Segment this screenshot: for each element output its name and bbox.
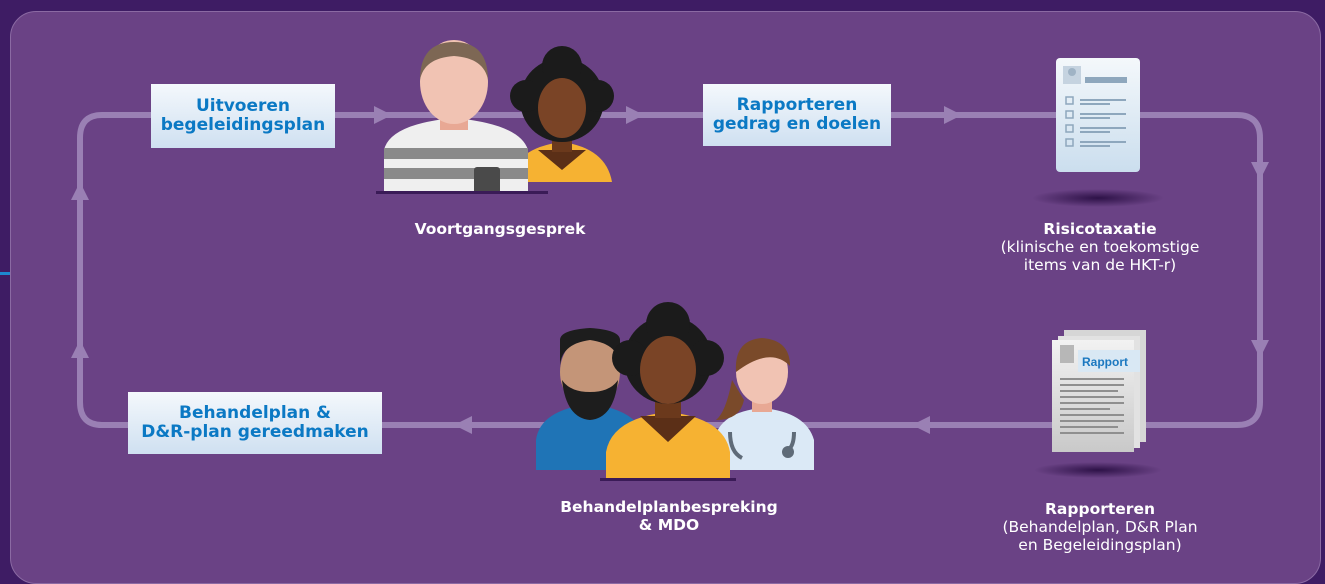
person-dark-icon <box>510 46 614 182</box>
arrow-head <box>912 416 930 434</box>
step-line: Behandelplan & <box>178 403 331 423</box>
arrow-head <box>626 106 644 124</box>
voortgangsgesprek-people <box>376 40 614 194</box>
step-line: Rapporteren <box>736 95 858 115</box>
loop-top-line <box>77 112 1263 428</box>
station-subtitle: (Behandelplan, D&R Plan <box>1002 518 1198 536</box>
arrow-head <box>374 106 392 124</box>
step-line: gedrag en doelen <box>712 114 882 134</box>
station-risicotaxatie: Risicotaxatie (klinische en toekomstige … <box>960 220 1240 274</box>
arrow-head <box>71 182 89 200</box>
station-rapporteren: Rapporteren (Behandelplan, D&R Plan en B… <box>960 500 1240 554</box>
station-title: & MDO <box>638 516 700 534</box>
person-dark-icon <box>606 302 730 480</box>
station-title: Behandelplanbespreking <box>560 498 778 516</box>
arrow-head <box>1251 340 1269 358</box>
step-line: begeleidingsplan <box>160 115 326 135</box>
station-behandelplanbespreking: Behandelplanbespreking & MDO <box>530 498 808 534</box>
arrow-head <box>454 416 472 434</box>
step-line: Uitvoeren <box>195 96 291 116</box>
station-subtitle: (klinische en toekomstige <box>1000 238 1200 256</box>
step-behandelplan-gereedmaken: Behandelplan & D&R-plan gereedmaken <box>128 392 382 454</box>
step-rapporteren-gedrag-en-doelen: Rapporteren gedrag en doelen <box>703 84 891 146</box>
station-title: Rapporteren <box>1045 500 1155 518</box>
doctor-icon <box>714 338 814 470</box>
station-subtitle: items van de HKT-r) <box>1023 256 1177 274</box>
person-light-icon <box>384 40 528 194</box>
station-title: Voortgangsgesprek <box>414 220 586 238</box>
arrow-heads <box>71 106 1269 434</box>
checklist-document-icon <box>1032 58 1164 207</box>
side-marker <box>0 272 10 275</box>
report-doc-label: Rapport <box>1082 355 1128 369</box>
arrow-head <box>944 106 962 124</box>
report-document-icon: Rapport <box>1034 330 1162 478</box>
arrow-head <box>1251 162 1269 180</box>
station-subtitle: en Begeleidingsplan) <box>1018 536 1182 554</box>
table-line <box>376 191 548 194</box>
station-voortgangsgesprek: Voortgangsgesprek <box>380 220 620 238</box>
step-line: D&R-plan gereedmaken <box>141 422 369 442</box>
cycle-loop <box>77 112 1263 428</box>
table-line <box>600 478 736 481</box>
step-uitvoeren-begeleidingsplan: Uitvoeren begeleidingsplan <box>151 84 335 148</box>
bespreking-people <box>536 302 814 481</box>
station-title: Risicotaxatie <box>1043 220 1157 238</box>
arrow-head <box>71 340 89 358</box>
